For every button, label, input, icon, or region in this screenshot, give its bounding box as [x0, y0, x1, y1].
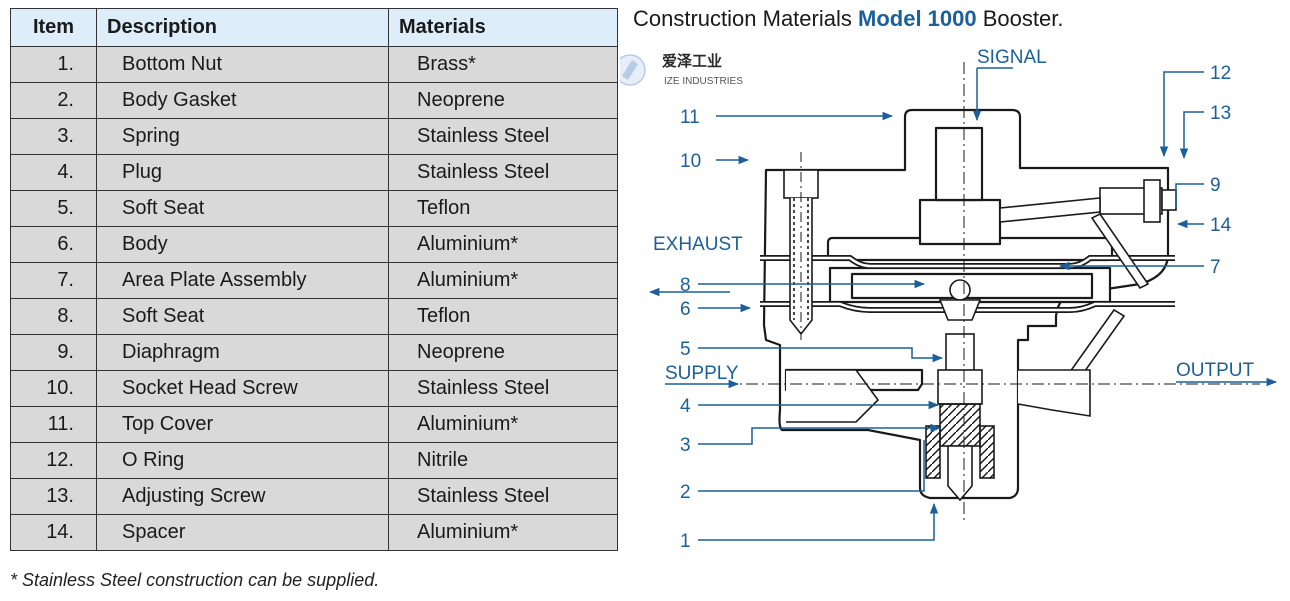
diagram-title: Construction Materials Model 1000 Booste… [633, 6, 1063, 32]
output-label: OUTPUT [1176, 360, 1255, 381]
callouts [698, 71, 1204, 541]
callout-10: 10 [680, 151, 701, 172]
table-cell-material: Teflon [388, 190, 618, 227]
callout-6: 6 [680, 299, 691, 320]
callout-5: 5 [680, 339, 691, 360]
title-suffix: Booster. [982, 6, 1064, 31]
center-lines [680, 62, 1260, 520]
supply-output-ports [786, 369, 1091, 423]
table-cell-item: 5. [10, 190, 97, 227]
supply-label: SUPPLY [665, 363, 739, 384]
callout-2: 2 [680, 482, 691, 503]
table-cell-material: Neoprene [388, 82, 618, 119]
callout-9: 9 [1210, 175, 1221, 196]
table-cell-description: Body Gasket [96, 82, 389, 119]
table-cell-description: Soft Seat [96, 298, 389, 335]
table-cell-item: 13. [10, 478, 97, 515]
table-cell-material: Aluminium* [388, 514, 618, 551]
callout-7: 7 [1210, 257, 1221, 278]
table-cell-item: 10. [10, 370, 97, 407]
table-cell-item: 14. [10, 514, 97, 551]
table-cell-description: O Ring [96, 442, 389, 479]
table-cell-material: Aluminium* [388, 226, 618, 263]
callout-numbers: 1 2 3 4 5 6 7 8 9 10 11 12 13 14 [680, 63, 1232, 552]
table-cell-item: 6. [10, 226, 97, 263]
table-cell-material: Teflon [388, 298, 618, 335]
exhaust-label: EXHAUST [653, 234, 743, 255]
table-cell-material: Brass* [388, 46, 618, 83]
table-cell-material: Aluminium* [388, 406, 618, 443]
socket-head-screw [783, 152, 819, 340]
table-cell-description: Diaphragm [96, 334, 389, 371]
logo-english: IZE INDUSTRIES [664, 76, 743, 87]
table-cell-description: Body [96, 226, 389, 263]
table-cell-item: 2. [10, 82, 97, 119]
company-logo: 爱泽工业 IZE INDUSTRIES [620, 52, 743, 87]
table-cell-description: Area Plate Assembly [96, 262, 389, 299]
table-cell-material: Stainless Steel [388, 478, 618, 515]
callout-11: 11 [680, 107, 700, 128]
table-cell-description: Soft Seat [96, 190, 389, 227]
table-cell-material: Stainless Steel [388, 154, 618, 191]
header-materials: Materials [388, 8, 618, 47]
callout-14: 14 [1210, 215, 1232, 236]
callout-1: 1 [680, 531, 691, 552]
table-cell-item: 11. [10, 406, 97, 443]
table-cell-description: Adjusting Screw [96, 478, 389, 515]
callout-8: 8 [680, 275, 691, 296]
logo-chinese: 爱泽工业 [662, 52, 722, 70]
table-cell-material: Nitrile [388, 442, 618, 479]
table-cell-description: Spacer [96, 514, 389, 551]
title-prefix: Construction Materials [633, 6, 852, 31]
callout-13: 13 [1210, 103, 1231, 124]
callout-12: 12 [1210, 63, 1231, 84]
table-cell-item: 8. [10, 298, 97, 335]
table-cell-material: Neoprene [388, 334, 618, 371]
plug-spring-assembly [925, 279, 995, 502]
table-cell-description: Spring [96, 118, 389, 155]
header-item: Item [10, 8, 97, 47]
title-model: Model 1000 [858, 6, 977, 31]
callout-3: 3 [680, 435, 691, 456]
table-cell-item: 9. [10, 334, 97, 371]
table-cell-description: Plug [96, 154, 389, 191]
signal-label: SIGNAL [977, 47, 1047, 68]
footnote: * Stainless Steel construction can be su… [10, 570, 380, 590]
table-cell-description: Bottom Nut [96, 46, 389, 83]
table-header-row: Item Description Materials [10, 8, 618, 47]
table-cell-item: 1. [10, 46, 97, 83]
table-cell-material: Stainless Steel [388, 370, 618, 407]
table-cell-item: 4. [10, 154, 97, 191]
table-cell-description: Top Cover [96, 406, 389, 443]
table-cell-description: Socket Head Screw [96, 370, 389, 407]
table-cell-item: 3. [10, 118, 97, 155]
table-cell-item: 7. [10, 262, 97, 299]
table-cell-material: Stainless Steel [388, 118, 618, 155]
header-description: Description [96, 8, 389, 47]
table-cell-item: 12. [10, 442, 97, 479]
callout-4: 4 [680, 396, 691, 417]
table-cell-material: Aluminium* [388, 262, 618, 299]
booster-cross-section-diagram: 爱泽工业 IZE INDUSTRIES [620, 47, 1278, 552]
